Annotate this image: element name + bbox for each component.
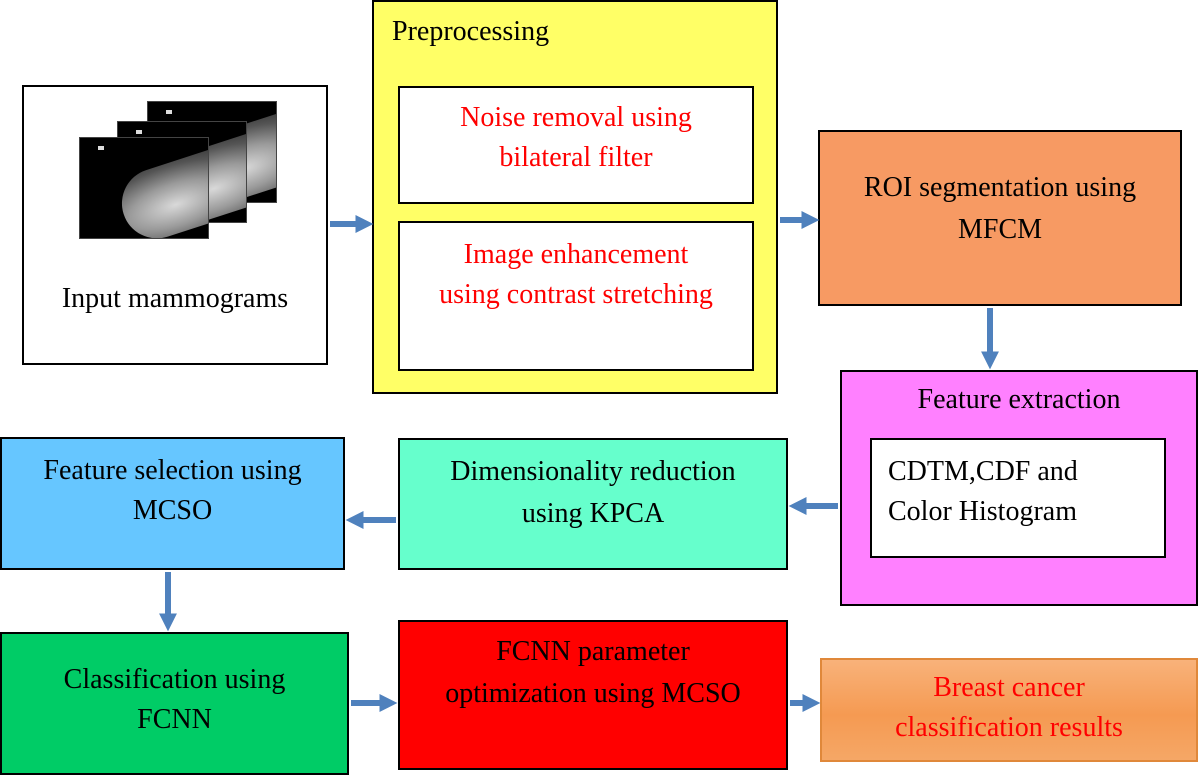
input-mammograms-box: Input mammograms (22, 85, 328, 365)
feature-extraction-box: Feature extraction CDTM,CDF and Color Hi… (840, 370, 1198, 606)
image-enhancement-line-1: Image enhancement (463, 239, 689, 270)
roi-segmentation-line-1: ROI segmentation using (863, 172, 1137, 203)
dimensionality-reduction-box: Dimensionality reduction using KPCA (398, 438, 788, 570)
classification-line-2: FCNN (137, 704, 212, 735)
noise-removal-line-1: Noise removal using (460, 102, 692, 133)
fcnn-optimization-line-2: optimization using MCSO (445, 678, 741, 709)
fcnn-optimization-box: FCNN parameter optimization using MCSO (398, 620, 788, 770)
mammogram-stack-icon (79, 101, 279, 261)
feature-selection-line-1: Feature selection using (43, 455, 302, 486)
results-line-2: classification results (895, 712, 1123, 743)
preprocessing-box: Preprocessing Noise removal using bilate… (372, 0, 778, 394)
preprocessing-title: Preprocessing (392, 16, 550, 47)
feature-selection-box: Feature selection using MCSO (0, 437, 345, 570)
image-enhancement-line-2: using contrast stretching (439, 279, 713, 310)
results-line-1: Breast cancer (933, 672, 1085, 703)
classification-box: Classification using FCNN (0, 632, 349, 775)
input-mammograms-label: Input mammograms (61, 283, 289, 314)
feature-selection-line-2: MCSO (132, 495, 213, 526)
dimensionality-line-1: Dimensionality reduction (450, 456, 736, 487)
classification-line-1: Classification using (63, 664, 286, 695)
results-box: Breast cancer classification results (820, 658, 1198, 762)
fcnn-optimization-line-1: FCNN parameter (496, 636, 690, 667)
roi-segmentation-box: ROI segmentation using MFCM (818, 130, 1182, 306)
roi-segmentation-line-2: MFCM (957, 214, 1043, 245)
image-enhancement-step: Image enhancement using contrast stretch… (398, 221, 754, 371)
dimensionality-line-2: using KPCA (521, 498, 665, 529)
feature-extraction-content: CDTM,CDF and Color Histogram (870, 438, 1166, 558)
feature-extraction-title: Feature extraction (917, 384, 1121, 415)
feature-extraction-line-2: Color Histogram (888, 496, 1077, 527)
noise-removal-step: Noise removal using bilateral filter (398, 86, 754, 204)
feature-extraction-line-1: CDTM,CDF and (888, 456, 1078, 487)
noise-removal-line-2: bilateral filter (499, 142, 653, 173)
